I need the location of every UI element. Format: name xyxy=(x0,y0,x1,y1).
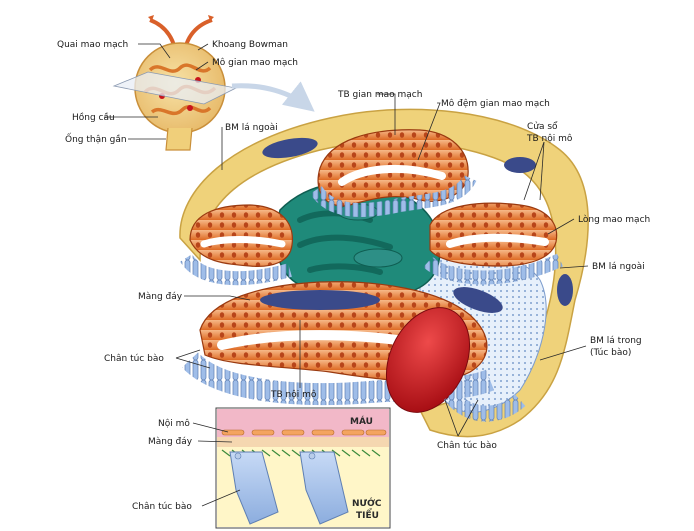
red-blood-cell xyxy=(385,307,471,413)
label-mesangial-matrix: Mô đệm gian mao mạch xyxy=(441,98,550,109)
label-podocyte-foot-left: Chân túc bào xyxy=(104,354,164,364)
label-inset-endothelium: Nội mô xyxy=(158,418,190,429)
inset-basement-membrane-layer xyxy=(217,437,389,447)
capsule-nucleus xyxy=(504,157,536,173)
capillary-tuft-section xyxy=(179,108,589,438)
label-proximal-tubule: Ống thận gần xyxy=(65,132,127,145)
inset-podocyte-foot xyxy=(229,451,349,525)
label-bowman-space: Khoang Bowman xyxy=(212,40,288,50)
labels: Quai mao mạch Khoang Bowman Mô gian mao … xyxy=(57,40,650,521)
capillary-loop-right xyxy=(423,202,564,285)
capillary-loop-top xyxy=(310,129,477,217)
label-endothelial-window-1: Cửa sổ xyxy=(527,121,558,132)
label-mesangial-tissue: Mô gian mao mạch xyxy=(212,57,298,68)
label-inset-basement-membrane: Màng đáy xyxy=(148,437,193,447)
inset-endothelium-layer xyxy=(221,429,387,436)
label-red-blood-cell: Hồng cầu xyxy=(72,112,115,123)
capsule-nucleus xyxy=(557,274,573,306)
mesangial-nucleus xyxy=(353,248,403,268)
label-outer-bm-right: BM lá ngoài xyxy=(592,262,645,272)
label-inset-podocyte-foot: Chân túc bào xyxy=(132,502,192,512)
label-endothelial-window-2: TB nội mô xyxy=(526,133,573,144)
glomerulus-overview xyxy=(112,15,315,151)
label-inner-bm-2: (Túc bào) xyxy=(590,348,631,358)
filtration-barrier-inset xyxy=(212,407,391,529)
label-inner-bm-1: BM lá trong xyxy=(590,336,642,346)
label-inset-blood: MÁU xyxy=(350,415,373,427)
label-inset-urine-1: NƯỚC xyxy=(352,497,382,509)
label-podocyte-foot-bottom: Chân túc bào xyxy=(437,441,497,451)
label-glomerular-capillary: Quai mao mạch xyxy=(57,40,128,50)
label-basement-membrane: Màng đáy xyxy=(138,292,183,302)
podocyte-feet-bottom xyxy=(443,389,526,422)
label-mesangial-cell: TB gian mao mạch xyxy=(337,90,422,100)
proximal-tubule-stem xyxy=(165,127,193,151)
label-endothelial-cell: TB nội mô xyxy=(270,389,317,400)
zoom-arrow xyxy=(231,81,315,112)
capsule-nucleus xyxy=(262,137,318,159)
leader-lines xyxy=(104,43,589,507)
label-capillary-lumen: Lòng mao mạch xyxy=(578,214,650,225)
capillary-loop-left xyxy=(180,204,293,286)
label-outer-bm-top: BM lá ngoài xyxy=(225,123,278,133)
label-inset-urine-2: TIỂU xyxy=(356,508,379,521)
